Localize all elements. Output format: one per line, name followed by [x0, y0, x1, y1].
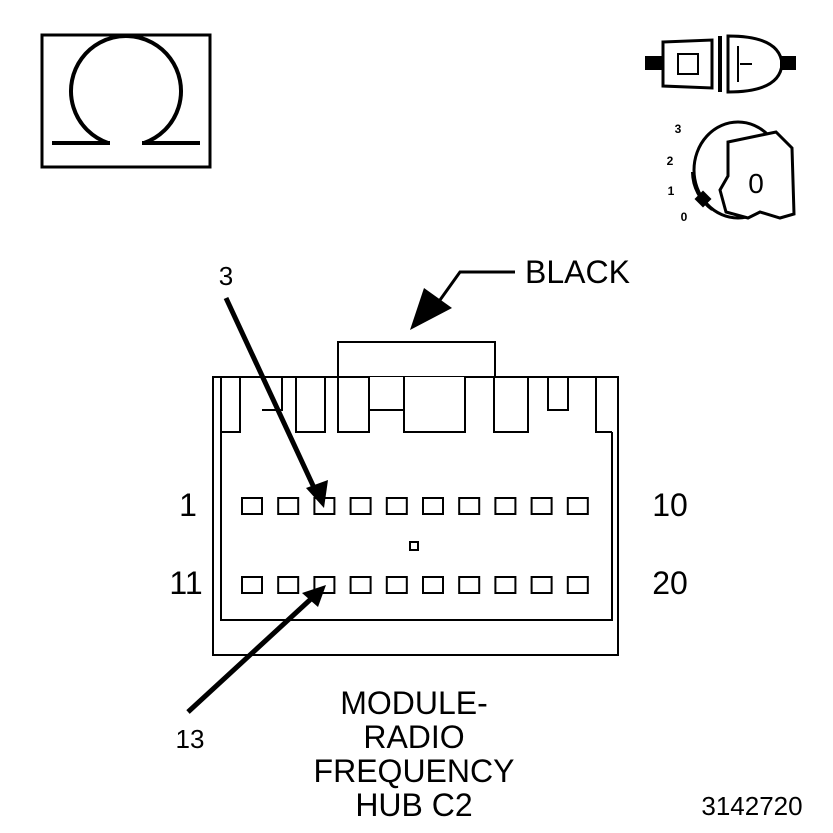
- pin-label-11: 11: [169, 565, 202, 601]
- ohmmeter-icon: [40, 33, 212, 169]
- title-line-3: FREQUENCY: [314, 753, 515, 789]
- ignition-position-2: 2: [667, 154, 674, 168]
- pin-cavity-6: [422, 497, 444, 515]
- pin-cavity-15: [385, 576, 408, 594]
- connector-color-label: BLACK: [525, 254, 630, 290]
- color-arrowhead: [410, 288, 452, 330]
- figure-id: 3142720: [701, 791, 802, 821]
- pin-cavity-5: [385, 497, 408, 515]
- pin-row-bottom: [241, 576, 589, 594]
- pin-cavity-7: [458, 497, 481, 515]
- pin-cavity-17: [458, 576, 481, 594]
- pin-callout-13-arrow: [186, 596, 314, 714]
- connector-body: [212, 341, 619, 656]
- pin-cavity-2: [277, 497, 300, 515]
- pin-label-20: 20: [652, 565, 688, 601]
- pin-cavity-18: [494, 576, 517, 594]
- title-line-2: RADIO: [363, 719, 464, 755]
- pin-label-1: 1: [179, 487, 197, 523]
- pin-label-10: 10: [652, 487, 688, 523]
- ignition-key-icon: 3 2 1 0 0: [667, 120, 796, 224]
- title-line-4: HUB C2: [355, 787, 472, 823]
- ignition-position-1: 1: [668, 184, 675, 198]
- pin-cavity-9: [530, 497, 553, 515]
- pin-cavity-11: [241, 576, 263, 594]
- pin-callout-3: 3: [219, 261, 233, 291]
- pin-cavity-19: [530, 576, 553, 594]
- title-line-1: MODULE-: [340, 685, 488, 721]
- pin-cavity-1: [241, 497, 263, 515]
- pin-callout-3-arrow: [223, 296, 319, 494]
- disconnected-connector-icon: [645, 34, 796, 94]
- pin-callout-13: 13: [176, 724, 205, 754]
- pin-cavity-16: [422, 576, 444, 594]
- ignition-key-label: 0: [748, 168, 764, 199]
- pin-cavity-10: [566, 497, 589, 515]
- pin-callout-3-arrowhead: [306, 480, 328, 508]
- pin-cavity-12: [277, 576, 300, 594]
- pin-callout-13-arrowhead: [302, 585, 326, 607]
- color-leader-line: [438, 270, 515, 301]
- pin-cavity-4: [349, 497, 372, 515]
- pin-cavity-8: [494, 497, 517, 515]
- pin-cavity-14: [349, 576, 372, 594]
- ignition-position-0: 0: [681, 210, 688, 224]
- ignition-position-3: 3: [675, 122, 682, 136]
- pin-cavity-20: [566, 576, 589, 594]
